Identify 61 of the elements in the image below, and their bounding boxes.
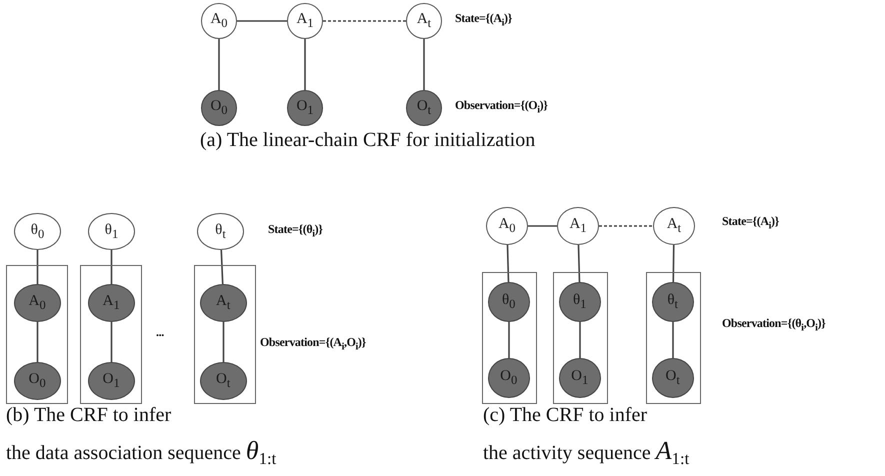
figure-caption: the activity sequence A$_{1:t}$: [483, 436, 690, 469]
annotation-text: Observation={(θ$_{i}$,O$_{i}$)}: [722, 316, 826, 334]
connector-line: [220, 250, 224, 284]
annotation-text: ...: [156, 325, 164, 340]
connector-line: [508, 322, 510, 358]
observed-variable-circle: θ$_{0}$: [488, 282, 530, 322]
connector-line: [36, 250, 38, 284]
connector-line: [506, 244, 510, 282]
state-variable-circle: A$_{t}$: [406, 3, 442, 39]
annotation-text: State={(A$_{i}$)}: [722, 214, 779, 232]
observed-variable-circle: A$_{t}$: [200, 284, 247, 322]
state-variable-circle: A$_{0}$: [201, 3, 237, 39]
observed-variable-circle: O$_{0}$: [14, 362, 61, 400]
observed-variable-circle: O$_{0}$: [201, 90, 237, 126]
observed-variable-circle: O$_{1}$: [287, 90, 323, 126]
connector-line: [579, 322, 581, 358]
observed-variable-circle: O$_{t}$: [652, 358, 694, 398]
plate-box: [194, 265, 256, 404]
observed-variable-circle: A$_{1}$: [88, 284, 135, 322]
figure-caption: (a) The linear-chain CRF for initialization: [200, 129, 536, 152]
connector-line: [110, 250, 112, 284]
plate-box: [553, 272, 608, 404]
state-variable-circle: A$_{t}$: [653, 207, 695, 245]
plate-box: [646, 272, 701, 404]
connector-line: [672, 244, 675, 282]
figure-caption: the data association sequence θ$_{1:t}$: [6, 436, 276, 469]
connector-line: [237, 20, 287, 22]
observed-variable-circle: O$_{t}$: [406, 90, 442, 126]
connector-line: [36, 322, 38, 362]
dashed-connector: [599, 225, 653, 227]
dashed-connector: [323, 20, 406, 22]
connector-line: [222, 322, 224, 362]
connector-line: [304, 39, 306, 90]
plate-box: [6, 265, 68, 404]
state-variable-circle: θ$_{t}$: [197, 213, 244, 250]
connector-line: [423, 39, 425, 90]
annotation-text: State={(A$_{i}$)}: [455, 11, 512, 28]
figure-caption: (b) The CRF to infer: [6, 404, 172, 427]
plate-box: [482, 272, 537, 404]
observed-variable-circle: O$_{1}$: [88, 362, 135, 400]
figure-caption: (c) The CRF to infer: [483, 404, 648, 427]
connector-line: [672, 322, 674, 358]
plate-box: [80, 265, 142, 404]
state-variable-circle: θ$_{1}$: [88, 213, 135, 250]
annotation-text: Observation={(O$_{i}$)}: [455, 98, 548, 116]
annotation-text: Observation={(A$_{i}$,O$_{i}$)}: [260, 335, 366, 352]
observed-variable-circle: O$_{t}$: [200, 362, 247, 400]
connector-line: [528, 225, 557, 227]
observed-variable-circle: O$_{0}$: [488, 358, 530, 398]
connector-line: [578, 244, 580, 282]
observed-variable-circle: θ$_{t}$: [652, 282, 694, 322]
state-variable-circle: θ$_{0}$: [14, 213, 61, 250]
observed-variable-circle: O$_{1}$: [558, 358, 601, 398]
state-variable-circle: A$_{0}$: [486, 207, 528, 245]
state-variable-circle: A$_{1}$: [557, 207, 599, 245]
observed-variable-circle: A$_{0}$: [14, 284, 61, 322]
connector-line: [110, 322, 112, 362]
observed-variable-circle: θ$_{1}$: [558, 282, 601, 322]
annotation-text: State={(θ$_{i}$)}: [268, 222, 323, 240]
state-variable-circle: A$_{1}$: [287, 3, 323, 39]
connector-line: [218, 39, 220, 90]
